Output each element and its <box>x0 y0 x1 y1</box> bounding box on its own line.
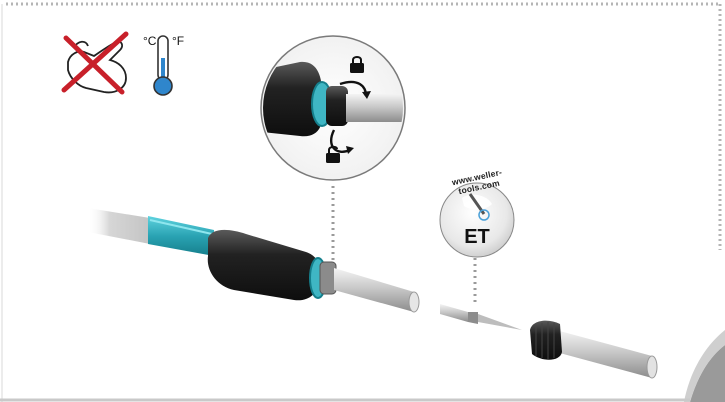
padlock-open-icon <box>326 145 340 163</box>
thermometer-icon <box>153 35 173 96</box>
sleeve-nut <box>530 320 658 379</box>
tip-badge <box>439 182 515 258</box>
soldering-tip <box>440 304 522 330</box>
fahrenheit-label: °F <box>172 34 185 48</box>
badge-code: ET <box>464 226 490 248</box>
page-corner <box>690 345 725 402</box>
tip-icon <box>468 193 490 221</box>
soldering-iron <box>88 208 420 313</box>
zoom-detail <box>260 35 406 181</box>
padlock-closed-icon <box>350 56 364 73</box>
rotate-arrows-icon <box>329 80 371 154</box>
hand-prohibited-icon <box>61 31 129 95</box>
celsius-label: °C <box>143 34 157 48</box>
